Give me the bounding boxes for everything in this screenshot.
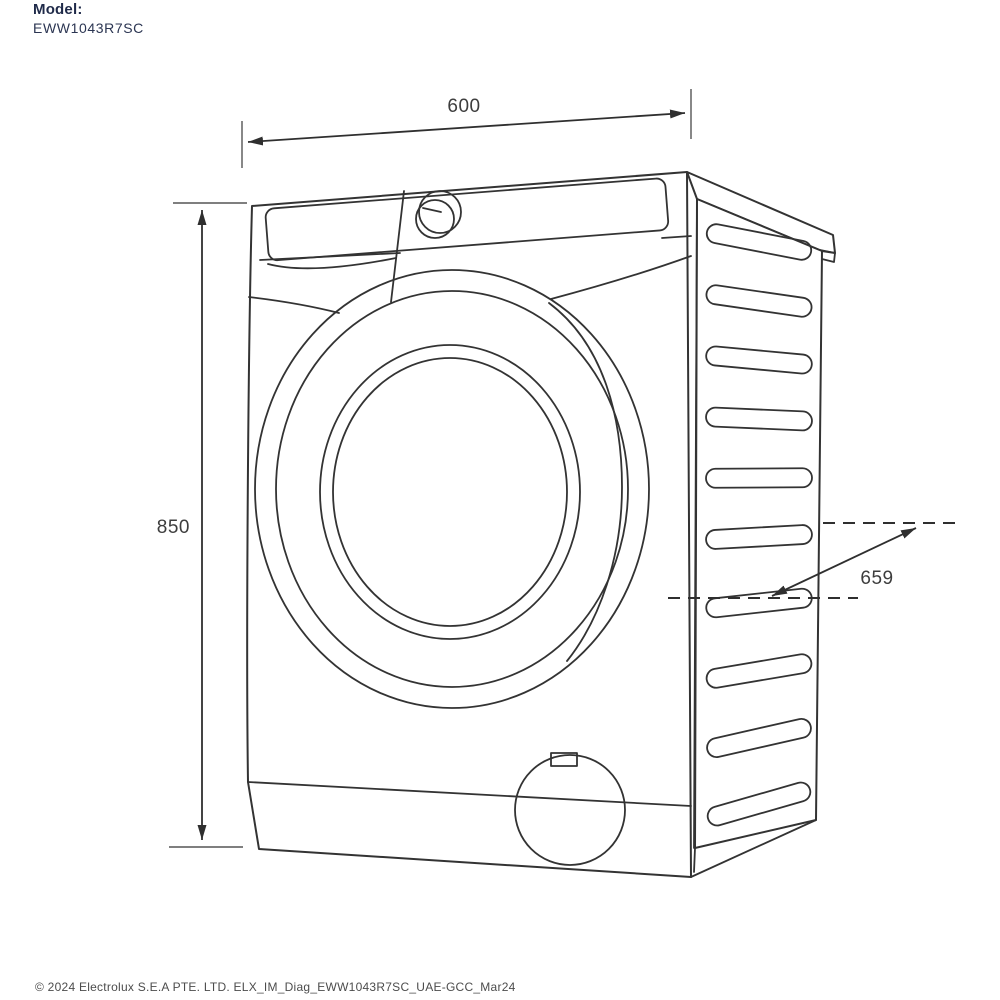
pump-access-door — [514, 752, 626, 866]
vent-slot — [705, 345, 813, 375]
door-inner-ring — [275, 290, 629, 688]
control-panel — [264, 177, 670, 262]
washing-machine-drawing — [246, 171, 836, 878]
model-number: EWW1043R7SC — [33, 20, 144, 36]
door — [254, 269, 650, 709]
vent-slot — [705, 653, 813, 689]
side-panel — [694, 198, 823, 849]
door-glass-outer — [319, 344, 581, 640]
control-panel-divider — [390, 190, 405, 303]
height-dimension: 850 — [157, 202, 247, 848]
detergent-drawer-seam — [259, 252, 401, 261]
vent-slot — [706, 717, 812, 759]
depth-dimension-label: 659 — [860, 568, 893, 589]
door-outer-ring — [254, 269, 650, 709]
body-seam-right — [550, 255, 692, 300]
model-label: Model: — [33, 1, 83, 18]
front-panel — [246, 171, 692, 878]
kick-panel-seam — [247, 781, 692, 807]
width-dimension: 600 — [241, 89, 692, 168]
vent-slot — [705, 467, 813, 489]
height-dimension-label: 850 — [157, 517, 190, 538]
depth-dimension-line — [771, 527, 917, 597]
vent-slot — [705, 223, 813, 261]
program-knob — [415, 190, 462, 239]
body-seam-left — [248, 296, 340, 314]
model-block: Model: EWW1043R7SC — [33, 1, 144, 36]
detergent-drawer-lip — [267, 257, 397, 270]
front-side-corner — [693, 198, 698, 849]
width-dimension-label: 600 — [447, 96, 480, 117]
vent-slot — [705, 284, 813, 318]
door-glass-inner — [332, 357, 568, 627]
depth-dimension: 659 — [668, 522, 963, 599]
body-seam-top-right — [661, 235, 692, 239]
side-base — [690, 819, 817, 878]
width-dimension-line — [247, 109, 686, 146]
copyright-footer: © 2024 Electrolux S.E.A PTE. LTD. ELX_IM… — [35, 980, 516, 994]
door-edge-curve — [548, 302, 623, 662]
vent-slot — [706, 781, 812, 827]
